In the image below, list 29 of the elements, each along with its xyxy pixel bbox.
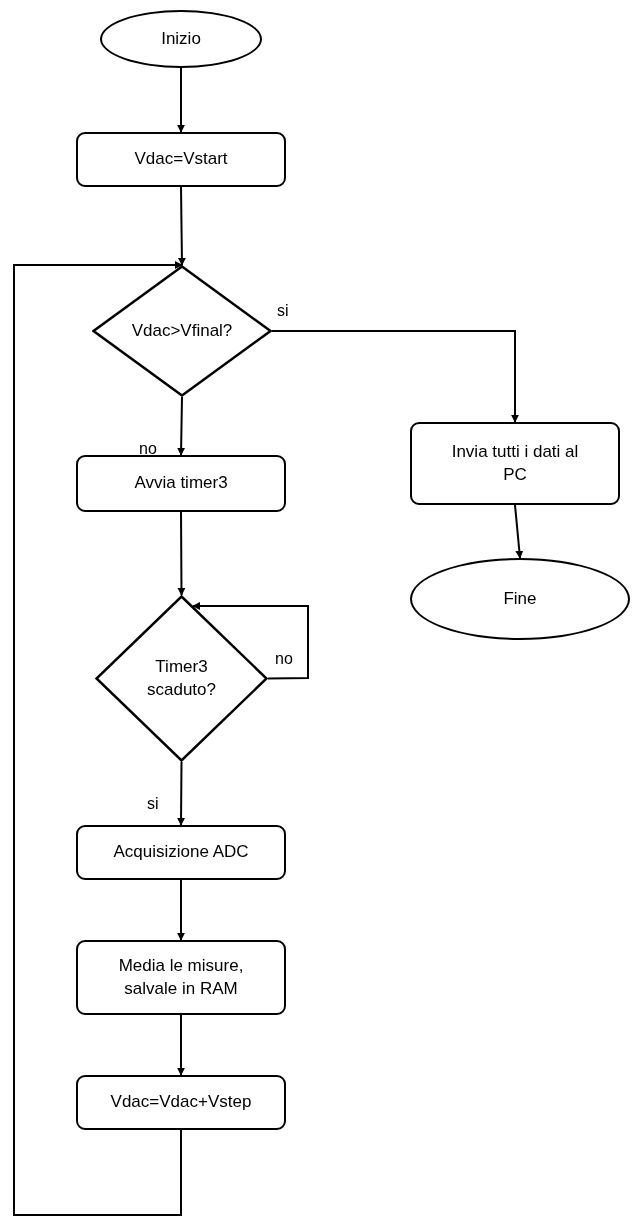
arrow — [177, 511, 186, 596]
arrow — [192, 602, 309, 680]
arrow — [177, 186, 186, 266]
process-box — [76, 455, 286, 512]
process-box — [76, 1075, 286, 1130]
arrow — [177, 879, 185, 941]
node-label: Vdac=Vstart — [134, 148, 228, 171]
node-label: Invia tutti i dati al PC — [450, 441, 580, 486]
arrow — [514, 504, 524, 559]
decision-diamond — [92, 265, 272, 397]
arrow — [13, 261, 183, 1216]
node-label: Timer3 scaduto? — [146, 656, 217, 701]
node-label: Inizio — [161, 27, 201, 50]
process-box — [76, 940, 286, 1015]
node-label: Vdac>Vfinal? — [131, 319, 233, 342]
process-box — [76, 825, 286, 880]
node-label: Vdac=Vdac+Vstep — [110, 1091, 252, 1114]
arrow — [177, 761, 186, 826]
decision-diamond — [95, 595, 268, 762]
node-label: Media le misure, salvale in RAM — [117, 955, 245, 1000]
node-label: Fine — [503, 587, 537, 610]
arrow — [177, 396, 186, 456]
arrow — [177, 1014, 185, 1076]
node-label: Acquisizione ADC — [113, 841, 249, 864]
arrow — [271, 330, 519, 423]
process-box — [410, 422, 620, 505]
process-box — [76, 132, 286, 187]
arrow — [177, 67, 185, 133]
node-label: Avvia timer3 — [134, 472, 228, 495]
